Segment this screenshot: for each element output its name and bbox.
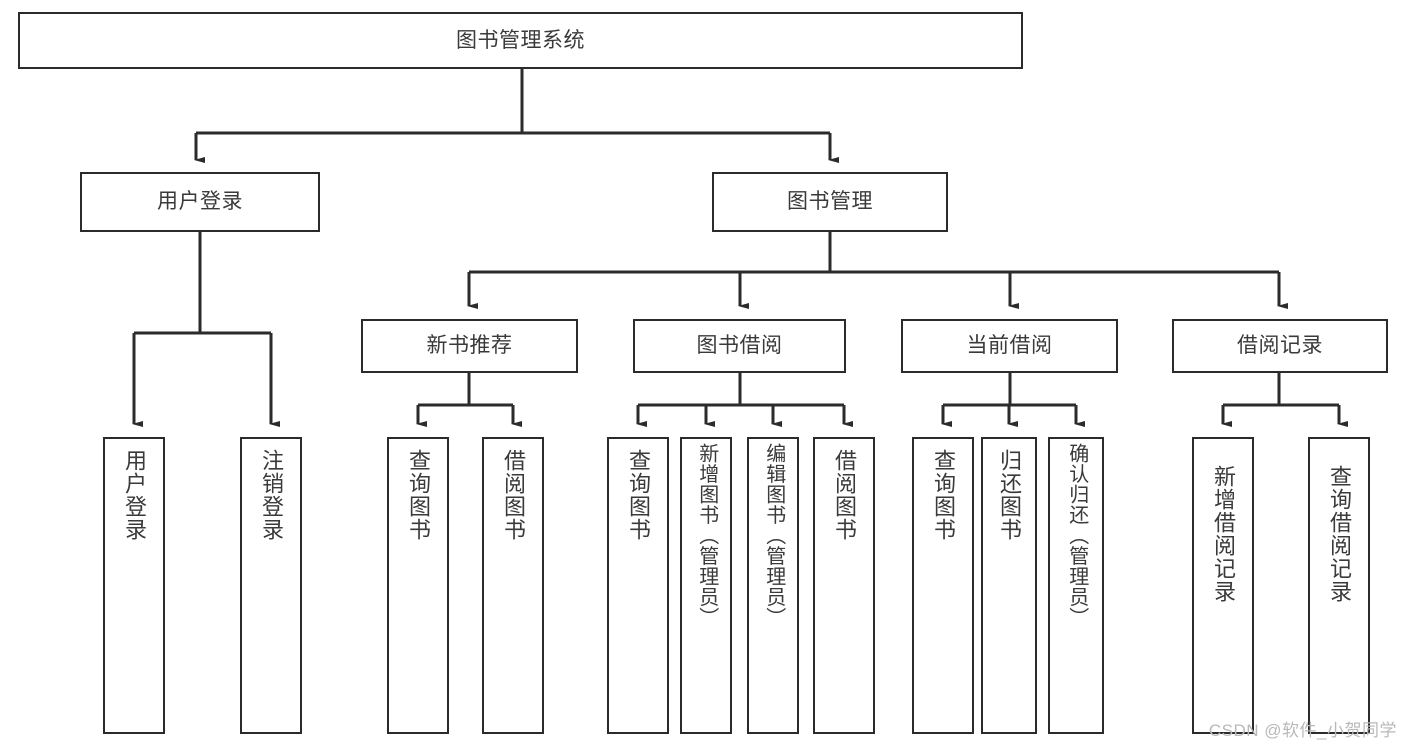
- node-root-label: 图书管理系统: [456, 28, 585, 52]
- node-borrow-record-label: 借阅记录: [1237, 334, 1323, 358]
- node-leaf-borrow-book-2-label: 借阅图书: [831, 449, 857, 541]
- watermark: CSDN @软件_小贺同学: [1208, 721, 1397, 740]
- node-leaf-query-book-3[interactable]: 查询图书: [912, 437, 974, 734]
- node-leaf-add-record-label: 新增借阅记录: [1210, 465, 1236, 603]
- node-leaf-borrow-book-2[interactable]: 借阅图书: [813, 437, 875, 734]
- node-leaf-logout-label: 注销登录: [258, 449, 284, 541]
- node-leaf-edit-book[interactable]: 编辑图书（管理员）: [747, 437, 799, 734]
- node-book-management-label: 图书管理: [787, 190, 873, 214]
- node-new-book-recommend[interactable]: 新书推荐: [361, 319, 578, 373]
- node-user-login[interactable]: 用户登录: [80, 172, 320, 232]
- node-leaf-confirm-return[interactable]: 确认归还（管理员）: [1048, 437, 1104, 734]
- node-leaf-logout[interactable]: 注销登录: [240, 437, 302, 734]
- node-borrow-record[interactable]: 借阅记录: [1172, 319, 1388, 373]
- node-leaf-borrow-book-1-label: 借阅图书: [500, 449, 526, 541]
- node-leaf-confirm-return-label: 确认归还（管理员）: [1065, 443, 1088, 628]
- node-book-borrow-label: 图书借阅: [696, 334, 783, 358]
- node-root[interactable]: 图书管理系统: [18, 12, 1023, 69]
- node-leaf-return-book-label: 归还图书: [996, 449, 1022, 541]
- node-leaf-query-record-label: 查询借阅记录: [1326, 465, 1352, 603]
- node-book-management[interactable]: 图书管理: [712, 172, 948, 232]
- node-new-book-recommend-label: 新书推荐: [426, 334, 513, 358]
- node-book-borrow[interactable]: 图书借阅: [633, 319, 846, 373]
- node-leaf-query-record[interactable]: 查询借阅记录: [1308, 437, 1370, 734]
- node-leaf-query-book-1[interactable]: 查询图书: [387, 437, 449, 734]
- node-user-login-label: 用户登录: [157, 190, 243, 214]
- node-leaf-user-login[interactable]: 用户登录: [103, 437, 165, 734]
- node-leaf-user-login-label: 用户登录: [121, 449, 147, 541]
- node-leaf-add-record[interactable]: 新增借阅记录: [1192, 437, 1254, 734]
- node-leaf-query-book-3-label: 查询图书: [930, 449, 956, 541]
- node-leaf-query-book-1-label: 查询图书: [405, 449, 431, 541]
- node-leaf-query-book-2-label: 查询图书: [625, 449, 651, 541]
- node-leaf-borrow-book-1[interactable]: 借阅图书: [482, 437, 544, 734]
- node-leaf-return-book[interactable]: 归还图书: [981, 437, 1037, 734]
- node-leaf-add-book-label: 新增图书（管理员）: [695, 443, 718, 628]
- node-current-borrow[interactable]: 当前借阅: [901, 319, 1118, 373]
- node-leaf-edit-book-label: 编辑图书（管理员）: [762, 443, 785, 628]
- node-leaf-add-book[interactable]: 新增图书（管理员）: [680, 437, 732, 734]
- node-current-borrow-label: 当前借阅: [966, 334, 1053, 358]
- node-leaf-query-book-2[interactable]: 查询图书: [607, 437, 669, 734]
